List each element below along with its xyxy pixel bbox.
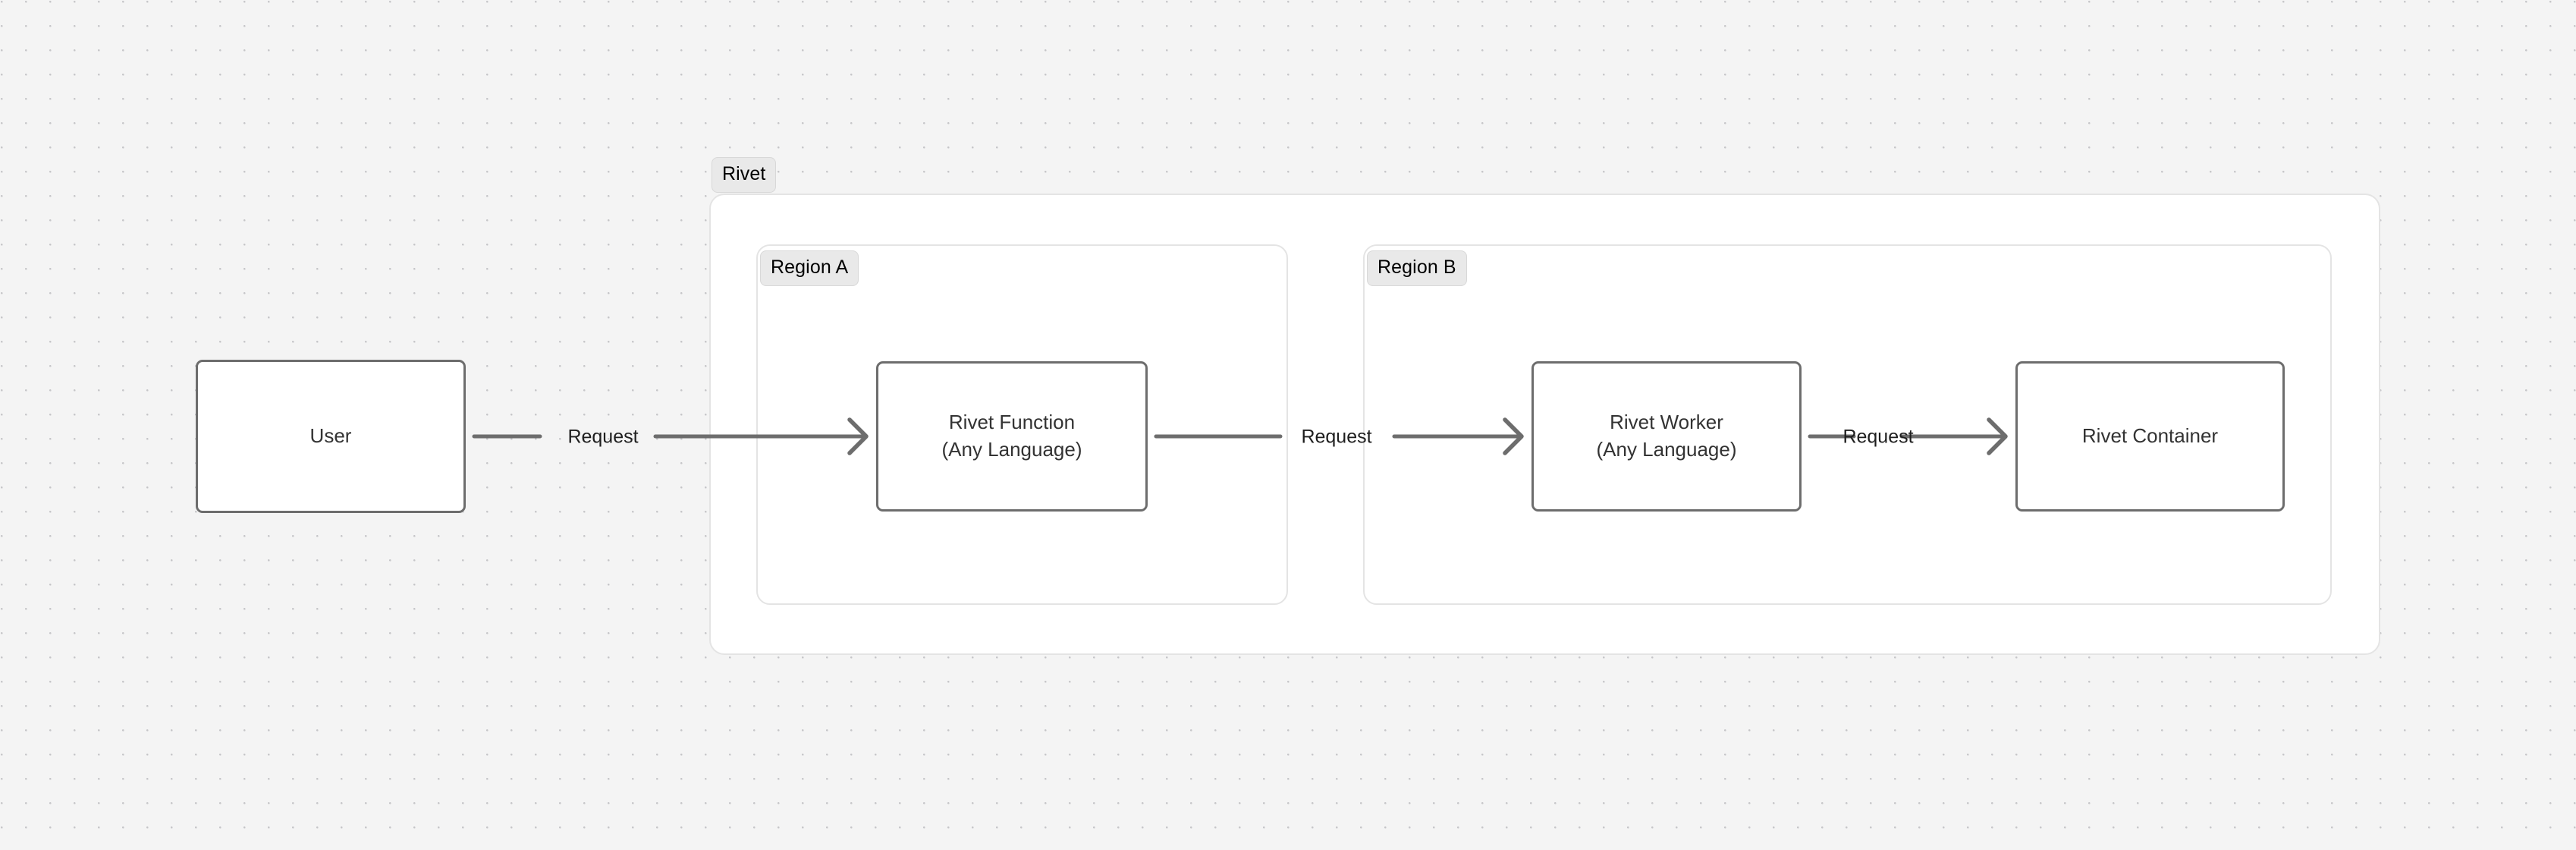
node-rivet-function[interactable]: Rivet Function (Any Language) xyxy=(876,361,1148,512)
group-label-region-a: Region A xyxy=(760,250,859,286)
edge-label-request-function-to-worker: Request xyxy=(1301,426,1372,448)
node-rivet-worker-label: Rivet Worker xyxy=(1610,411,1723,434)
group-label-region-b: Region B xyxy=(1367,250,1467,286)
node-user[interactable]: User xyxy=(196,360,466,513)
node-rivet-function-sublabel: (Any Language) xyxy=(941,438,1082,461)
edge-label-request-user-to-function: Request xyxy=(567,426,639,448)
node-rivet-function-label: Rivet Function xyxy=(948,411,1076,434)
node-rivet-container-label: Rivet Container xyxy=(2081,424,2219,448)
edge-label-request-worker-to-container: Request xyxy=(1842,426,1914,448)
group-label-rivet: Rivet xyxy=(712,157,777,193)
node-rivet-container[interactable]: Rivet Container xyxy=(2015,361,2285,512)
node-user-label: User xyxy=(309,424,352,448)
node-rivet-worker-sublabel: (Any Language) xyxy=(1596,438,1737,461)
node-rivet-worker[interactable]: Rivet Worker (Any Language) xyxy=(1531,361,1802,512)
